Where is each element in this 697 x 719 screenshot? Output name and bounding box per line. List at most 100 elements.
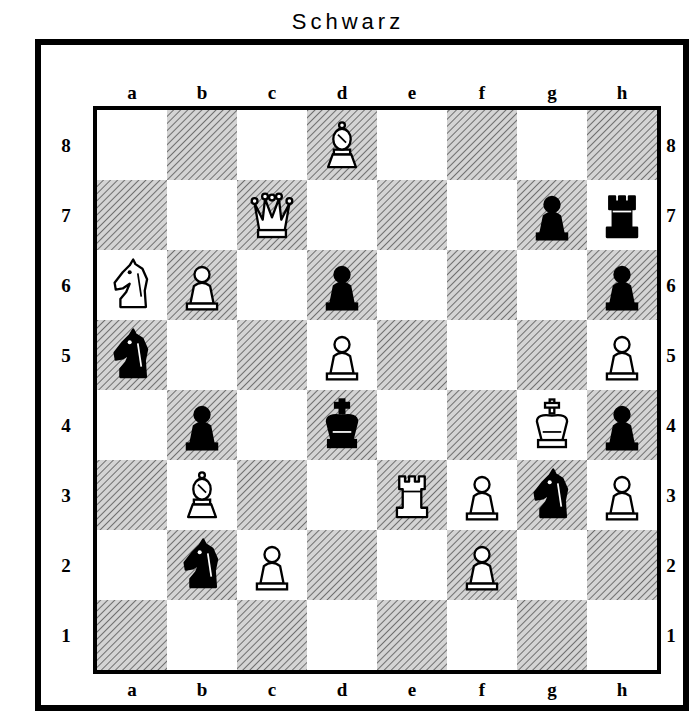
board-square [167, 530, 237, 600]
board-square [97, 600, 167, 670]
file-letter: h [617, 680, 628, 699]
board-square [377, 250, 447, 320]
board-square [307, 110, 377, 180]
board-square [517, 110, 587, 180]
board-square [517, 530, 587, 600]
board-square [307, 250, 377, 320]
file-letter: b [197, 680, 208, 699]
chess-piece [327, 337, 357, 379]
board-square [587, 110, 657, 180]
board-square [447, 530, 517, 600]
chess-piece [467, 547, 497, 589]
rank-number: 8 [61, 136, 71, 155]
rank-number: 5 [666, 346, 676, 365]
rank-number: 7 [666, 206, 676, 225]
board-square [167, 460, 237, 530]
chess-piece [607, 196, 637, 237]
board-square [237, 460, 307, 530]
chess-piece [397, 476, 427, 517]
rank-number: 4 [61, 416, 71, 435]
chess-piece [185, 539, 217, 587]
chess-piece [187, 407, 217, 449]
board-square [377, 320, 447, 390]
board-border [95, 108, 659, 672]
board-square [377, 600, 447, 670]
board-square [97, 530, 167, 600]
board-square [167, 390, 237, 460]
board-square [447, 250, 517, 320]
board-square [447, 110, 517, 180]
board-square [97, 250, 167, 320]
file-letter: a [127, 680, 137, 699]
board-square [97, 180, 167, 250]
chess-piece [607, 337, 637, 379]
board-square [237, 530, 307, 600]
board-square [97, 320, 167, 390]
board-square [447, 390, 517, 460]
chess-pieces [115, 122, 637, 589]
board-square [587, 600, 657, 670]
board-square [307, 180, 377, 250]
board-square [237, 600, 307, 670]
rank-number: 3 [666, 486, 676, 505]
rank-number: 7 [61, 206, 71, 225]
rank-number: 3 [61, 486, 71, 505]
board-square [517, 460, 587, 530]
board-square [517, 320, 587, 390]
board-square [167, 110, 237, 180]
board-square [587, 530, 657, 600]
rank-number: 4 [666, 416, 676, 435]
chess-piece [257, 547, 287, 589]
chess-piece [607, 477, 637, 519]
file-letter: b [197, 83, 208, 102]
board-square [587, 320, 657, 390]
chess-piece [115, 329, 147, 377]
file-letter: c [268, 680, 276, 699]
board-square [307, 530, 377, 600]
file-letter: e [408, 83, 416, 102]
chess-piece [115, 259, 147, 307]
file-letter: g [547, 83, 557, 102]
rank-number: 5 [61, 346, 71, 365]
chess-piece [327, 399, 357, 447]
chess-piece [607, 407, 637, 449]
board-square [377, 180, 447, 250]
chess-piece [252, 194, 293, 238]
file-letter: f [479, 680, 485, 699]
chess-piece [537, 197, 567, 239]
chess-piece [535, 469, 567, 517]
rank-number: 2 [61, 556, 71, 575]
board-square [167, 600, 237, 670]
file-letter: d [337, 83, 348, 102]
rank-number: 1 [61, 626, 71, 645]
board-square [377, 460, 447, 530]
board-square [237, 110, 307, 180]
file-letter: d [337, 680, 348, 699]
file-letter: e [408, 680, 416, 699]
chess-piece [607, 267, 637, 309]
file-letter: g [547, 680, 557, 699]
chess-piece [188, 472, 216, 517]
board-square [587, 250, 657, 320]
board-square [517, 180, 587, 250]
board-square [237, 180, 307, 250]
board-square [377, 110, 447, 180]
rank-number: 1 [666, 626, 676, 645]
board-square [307, 600, 377, 670]
board-square [167, 320, 237, 390]
board-square [377, 390, 447, 460]
board-square [237, 320, 307, 390]
board-square [517, 390, 587, 460]
rank-number: 8 [666, 136, 676, 155]
rank-number: 6 [61, 276, 71, 295]
board-square [97, 460, 167, 530]
board-square [167, 180, 237, 250]
board-square [587, 460, 657, 530]
chess-piece [327, 267, 357, 309]
board-square [307, 390, 377, 460]
rank-number: 6 [666, 276, 676, 295]
file-letter: c [268, 83, 276, 102]
board-title: Schwarz [292, 11, 404, 33]
outer-frame [38, 42, 686, 708]
